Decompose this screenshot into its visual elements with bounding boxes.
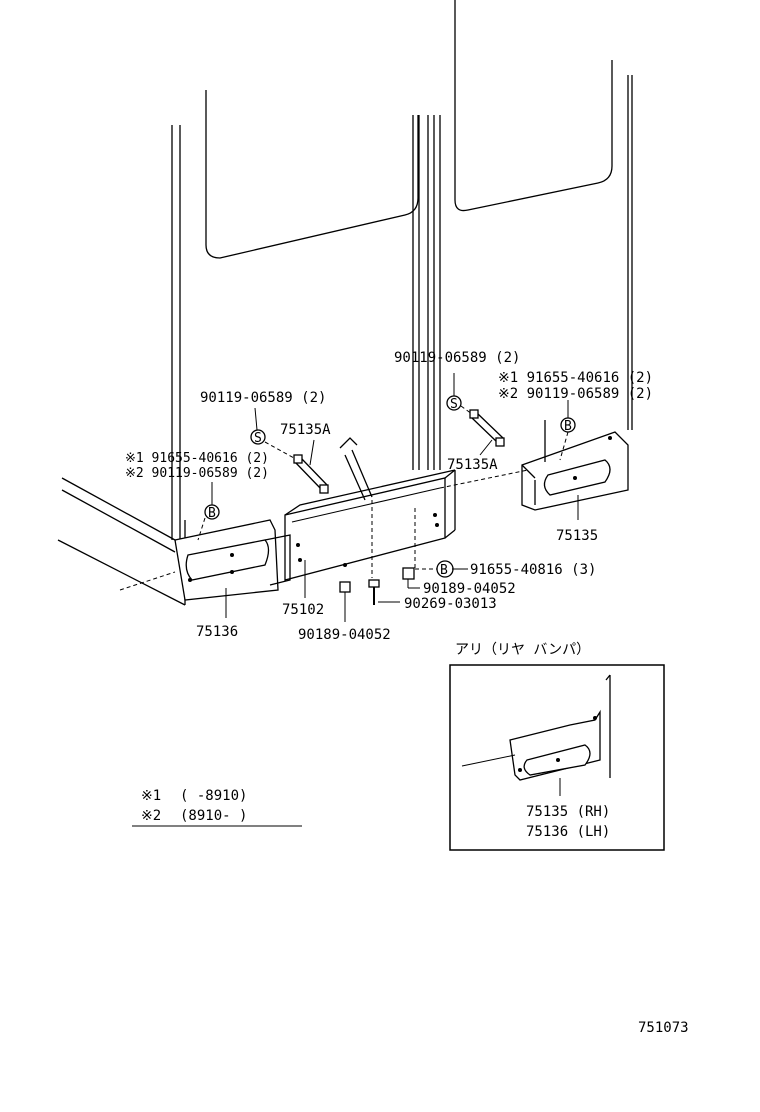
note1-mark: ※1 [141,788,161,804]
note2-range: (8910- ) [180,808,247,824]
label-bolt-center: 90269-03013 [404,596,497,612]
label-star1-left: ※1 91655-40616 (2) [125,451,269,466]
label-star1-upper-right: ※1 91655-40616 (2) [498,370,653,386]
label-nut-right: 90189-04052 [423,581,516,597]
label-brace-left: 75135A [280,422,331,438]
inset-title: アリ（リヤ バンパ） [455,642,590,658]
applicability-notes: ※1 ( -8910) ※2 (8910- ) [132,788,302,827]
bracket-75136 [174,519,291,601]
rear-door-left [171,90,420,540]
diagram-number: 751073 [638,1020,689,1036]
callout-b-legend: B [436,560,454,578]
label-crossmember: 75102 [282,602,324,618]
nut-90189-left [339,581,351,593]
callout-s-right-text: S [450,397,458,412]
label-nut-left: 90189-04052 [298,627,391,643]
note1-range: ( -8910) [180,788,247,804]
body-lower-edge [57,477,186,606]
callout-s-left-text: S [254,431,262,446]
callout-b-left: B [204,504,220,521]
label-bolt-upper-left: 90119-06589 (2) [200,390,326,406]
crossmember-75102 [284,437,456,581]
rear-door-right [427,0,633,470]
inset-part-lh: 75136 (LH) [526,824,610,840]
callout-b-left-text: B [208,506,216,521]
label-star2-left: ※2 90119-06589 (2) [125,466,269,481]
label-star2-upper-right: ※2 90119-06589 (2) [498,386,653,402]
inset-rear-bumper: アリ（リヤ バンパ） 75135 (RH) 75136 (LH) [449,642,665,851]
label-brace-right: 75135A [447,457,498,473]
callout-b-right: B [560,417,576,434]
brace-75135a-left [293,454,329,494]
bolt-90269 [368,579,380,605]
callout-b-legend-text: B [440,563,448,578]
leader-lines [119,373,579,622]
callout-s-left: S [250,429,266,446]
callout-b-right-text: B [564,419,572,434]
inset-part-rh: 75135 (RH) [526,804,610,820]
label-bolt-b: 91655-40816 (3) [470,562,596,578]
label-bracket-75135: 75135 [556,528,598,544]
nut-90189-right [402,567,415,580]
label-bracket-75136: 75136 [196,624,238,640]
callout-s-right: S [446,395,462,412]
label-bolt-upper-right: 90119-06589 (2) [394,350,520,366]
brace-75135a-right [469,409,505,447]
bracket-75135 [521,420,629,511]
note2-mark: ※2 [141,808,161,824]
